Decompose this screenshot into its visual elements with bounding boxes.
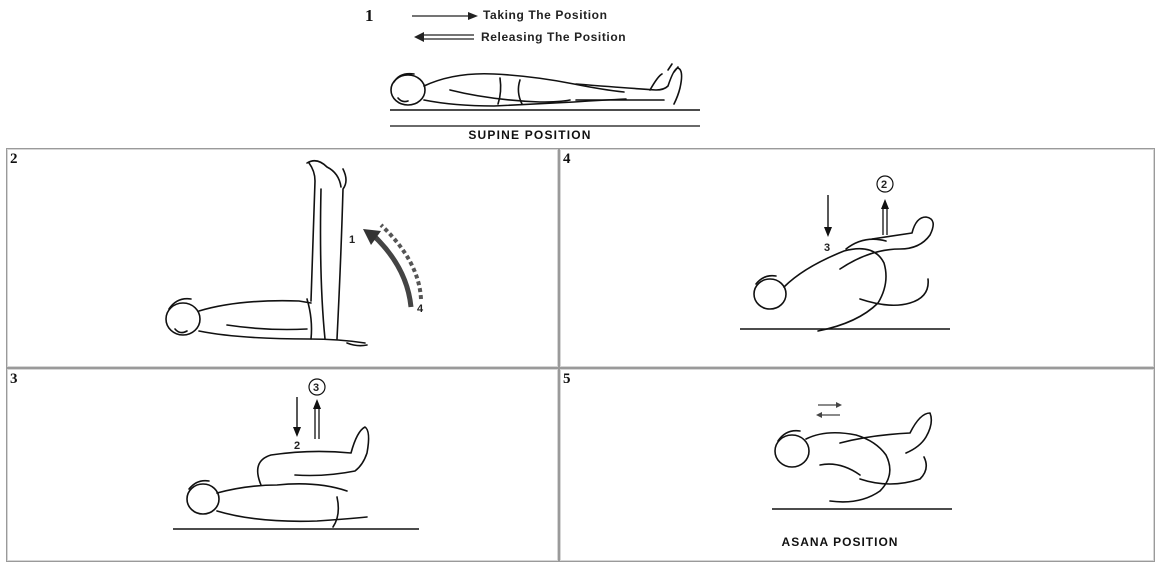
knees-to-chest-figure: 3 2 (560, 149, 1154, 367)
legend-releasing-label: Releasing The Position (481, 30, 626, 44)
mark-start: 1 (349, 234, 355, 246)
mark-circled: 3 (313, 382, 319, 394)
panel-step-2: 2 (6, 148, 559, 368)
double-arrow-left-icon (414, 32, 474, 42)
leg-raise-figure: 1 4 (7, 149, 558, 367)
supine-position-label: SUPINE POSITION (425, 128, 635, 142)
asana-position-figure (560, 369, 1154, 561)
asana-position-label: ASANA POSITION (560, 535, 1120, 549)
mark-circled: 2 (881, 179, 887, 191)
panel-step-3: 3 2 3 (6, 368, 559, 562)
single-arrow-right-icon (412, 12, 478, 20)
step-panels-grid: 2 (6, 148, 1154, 560)
mark-down: 3 (824, 242, 830, 254)
panel-step-5: 5 ASANA POSITION (559, 368, 1155, 562)
mark-end: 4 (417, 303, 424, 315)
step-number-1: 1 (365, 6, 374, 26)
panel-step-4: 4 3 2 (559, 148, 1155, 368)
supine-figure (380, 60, 710, 130)
legend-arrows (410, 8, 480, 42)
legend-taking-label: Taking The Position (483, 8, 608, 22)
knee-bend-figure: 2 3 (7, 369, 558, 561)
mark-down: 2 (294, 440, 300, 452)
